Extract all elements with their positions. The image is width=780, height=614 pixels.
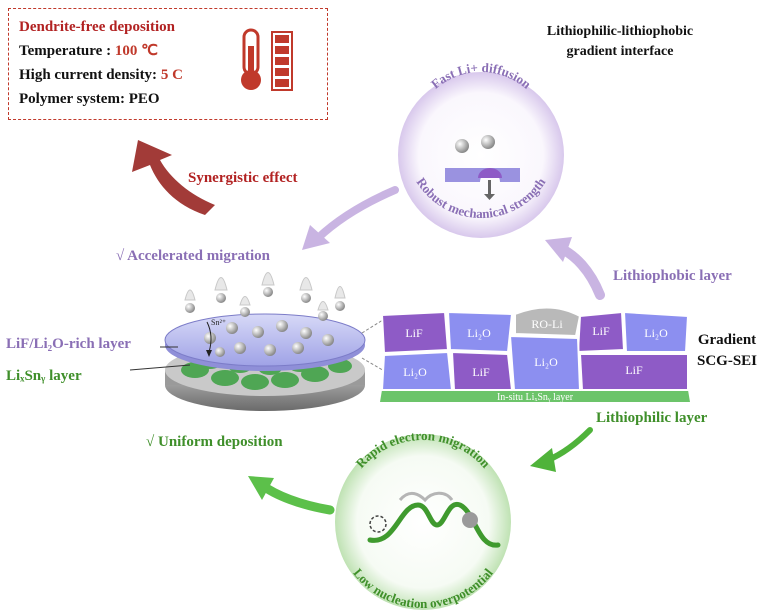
electrode-illustration: Sn²⁺ [129,272,366,411]
uniform-deposition-label: √ Uniform deposition [146,434,283,450]
sei-block-layer: LiF Li₂O RO-Li LiF Li₂O Li₂O LiF Li₂O Li… [380,306,690,403]
in-situ-layer-bar [380,390,690,402]
accelerated-arrow [314,186,399,242]
synergistic-effect-label: Synergistic effect [188,170,298,186]
sei-label-li2o-1: Li₂O [467,326,491,340]
info-polymer: Polymer system: PEO [19,91,160,107]
sei-label-lif-1: LiF [405,326,423,340]
lif-li2o-rich-layer-label: LiF/Li₂O-rich layer [6,336,131,352]
gradient-sei-line-2: SCG-SEI [697,353,758,369]
bottom-circle [335,434,511,610]
sei-label-lif-2: LiF [592,324,610,338]
current-label: High current density: [19,67,161,83]
lithiophilic-arrow [545,427,593,463]
sei-block-lif-1 [380,310,450,355]
title-line-2: gradient interface [566,44,674,59]
diagram-title: Lithiophilic-lithiophobic gradient inter… [470,22,770,62]
sei-block-li2o-2 [622,310,690,353]
sn-ion-label: Sn²⁺ [211,318,226,327]
uniform-arrow [257,480,335,515]
uniform-arrow-head [248,476,274,500]
top-circle [398,72,564,238]
lithiophilic-arrow-head [530,448,556,472]
info-title: Dendrite-free deposition [19,19,175,35]
current-value: 5 C [160,67,183,83]
in-situ-layer-label: In-situ LiₓSnᵧ layer [497,392,574,403]
sei-label-li2o-3: Li₂O [403,365,427,379]
info-current: High current density: 5 C [19,63,317,87]
lithiophilic-layer-label: Lithiophilic layer [596,410,708,426]
sei-label-lif-3: LiF [472,365,490,379]
sei-block-ro-li [514,306,582,338]
sei-block-li2o-1 [446,310,514,354]
gradient-sei-label: Gradient SCG-SEI [697,330,757,372]
sei-label-ro-li: RO-Li [531,317,563,331]
thermometer-icon [241,28,293,91]
gradient-sei-line-1: Gradient [697,332,757,348]
title-line-1: Lithiophilic-lithiophobic [546,24,694,39]
sei-label-lif-4: LiF [625,363,643,377]
accelerated-migration-label: √ Accelerated migration [116,248,271,264]
lithiophobic-arrow [555,243,605,300]
info-box: Dendrite-free deposition Temperature : 1… [8,8,328,120]
info-temperature: Temperature : 100 ℃ [19,39,317,63]
sei-block-li2o-4 [508,334,582,391]
lixsny-layer-label: LiₓSnᵧ layer [6,368,82,384]
sei-block-li2o-3 [380,350,454,391]
lithiophobic-arrow-head [545,237,572,262]
lithiophobic-layer-label: Lithiophobic layer [613,268,732,284]
accelerated-arrow-head [302,225,330,250]
sei-block-lif-3 [450,350,514,391]
temperature-label: Temperature : [19,43,115,59]
sei-block-lif-4 [578,353,689,391]
synergistic-arrow [132,140,215,215]
sei-label-li2o-4: Li₂O [534,355,558,369]
temperature-value: 100 ℃ [114,43,158,59]
sei-label-li2o-2: Li₂O [644,326,668,340]
